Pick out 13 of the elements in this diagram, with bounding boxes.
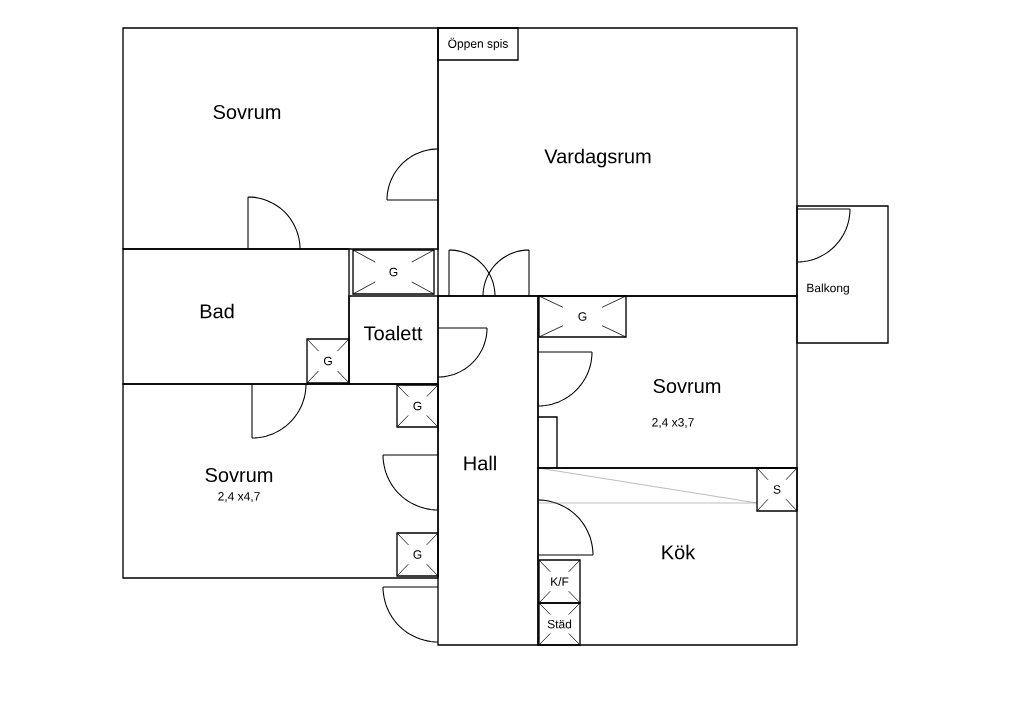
room: Toalett: [348, 295, 439, 385]
cabinet-box: G: [396, 384, 439, 428]
fireplace-box: Öppen spis: [437, 27, 519, 61]
cabinet-box: G: [538, 295, 627, 338]
cabinet-box: S: [756, 467, 798, 512]
room: Sovrum: [122, 27, 439, 250]
cabinet-box: G: [352, 249, 435, 295]
room: Balkong: [796, 205, 889, 344]
cabinet-box: Städ: [538, 602, 581, 646]
cabinet-box: K/F: [538, 559, 581, 604]
cabinet-box: G: [396, 532, 439, 577]
room: Hall: [437, 295, 539, 646]
cabinet-box: G: [306, 338, 350, 384]
